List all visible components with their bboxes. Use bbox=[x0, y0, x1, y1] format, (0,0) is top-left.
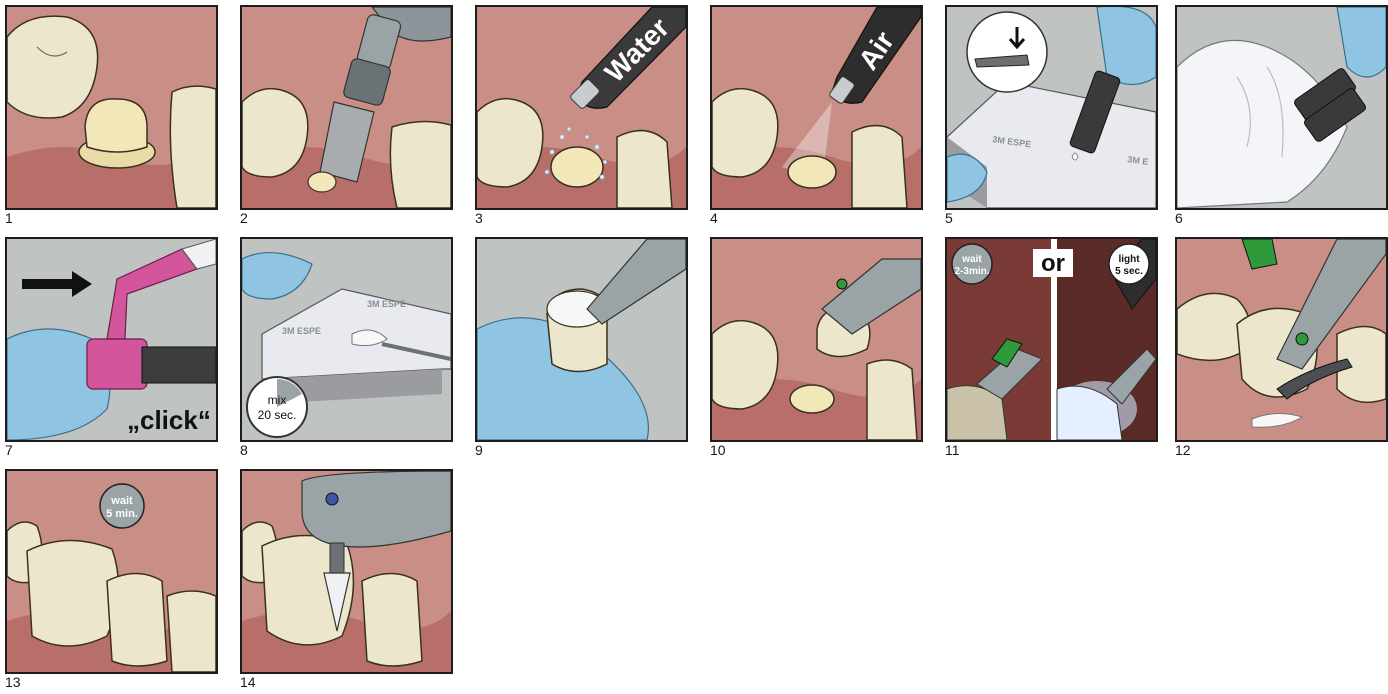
step-illustration-7: „click“ bbox=[5, 237, 218, 442]
step-panel-12: 12 bbox=[1175, 237, 1388, 442]
step-number: 9 bbox=[475, 443, 483, 457]
final-set-illustration: wait 5 min. bbox=[7, 471, 216, 672]
fill-crown-illustration bbox=[477, 239, 686, 440]
step-illustration-2 bbox=[240, 5, 453, 210]
step-number: 2 bbox=[240, 211, 248, 225]
polish-crown-illustration bbox=[242, 471, 451, 672]
wait-timer-line2: 2-3min. bbox=[954, 266, 989, 277]
cure-options-illustration: wait 2-3min. or light 5 sec. bbox=[947, 239, 1156, 440]
step-panel-13: wait 5 min. 13 bbox=[5, 469, 218, 674]
wait-timer-line2: 5 min. bbox=[106, 508, 138, 520]
water-rinse-illustration: Water bbox=[477, 7, 686, 208]
step-illustration-5: 3M ESPE 3M E bbox=[945, 5, 1158, 210]
pad-brand-label-2: 3M ESPE bbox=[367, 299, 406, 309]
step-illustration-10 bbox=[710, 237, 923, 442]
step-panel-1: 1 bbox=[5, 5, 218, 210]
air-dry-illustration: Air bbox=[712, 7, 921, 208]
step-illustration-8: 3M ESPE 3M ESPE mix 20 sec. bbox=[240, 237, 453, 442]
cleaning-brush-illustration bbox=[242, 7, 451, 208]
mix-on-pad-illustration: 3M ESPE 3M ESPE mix 20 sec. bbox=[242, 239, 451, 440]
remove-excess-illustration bbox=[1177, 239, 1386, 440]
dispense-onto-pad-illustration: 3M ESPE 3M E bbox=[947, 7, 1156, 208]
step-panel-6: 6 bbox=[1175, 5, 1388, 210]
step-number: 8 bbox=[240, 443, 248, 457]
step-panel-5: 3M ESPE 3M E 5 bbox=[945, 5, 1158, 210]
click-label: „click“ bbox=[127, 405, 211, 435]
prepared-tooth-illustration bbox=[7, 7, 216, 208]
step-panel-7: „click“ 7 bbox=[5, 237, 218, 442]
attach-mixing-tip-illustration: „click“ bbox=[7, 239, 216, 440]
step-panel-2: 2 bbox=[240, 5, 453, 210]
step-panel-3: Water 3 bbox=[475, 5, 688, 210]
step-number: 3 bbox=[475, 211, 483, 225]
step-number: 4 bbox=[710, 211, 718, 225]
step-number: 10 bbox=[710, 443, 726, 457]
wipe-tip-illustration bbox=[1177, 7, 1386, 208]
step-panel-14: 14 bbox=[240, 469, 453, 674]
step-illustration-14 bbox=[240, 469, 453, 674]
mix-timer-line2: 20 sec. bbox=[258, 408, 297, 422]
step-number: 13 bbox=[5, 675, 21, 689]
step-illustration-9 bbox=[475, 237, 688, 442]
seat-crown-illustration bbox=[712, 239, 921, 440]
step-number: 1 bbox=[5, 211, 13, 225]
step-illustration-4: Air bbox=[710, 5, 923, 210]
step-number: 7 bbox=[5, 443, 13, 457]
or-label: or bbox=[1041, 250, 1065, 277]
wait-timer-line1: wait bbox=[110, 495, 133, 507]
step-illustration-6 bbox=[1175, 5, 1388, 210]
step-illustration-1 bbox=[5, 5, 218, 210]
step-number: 12 bbox=[1175, 443, 1191, 457]
step-panel-11: wait 2-3min. or light 5 sec. 11 bbox=[945, 237, 1158, 442]
step-number: 5 bbox=[945, 211, 953, 225]
step-number: 6 bbox=[1175, 211, 1183, 225]
light-timer-line1: light bbox=[1118, 254, 1140, 265]
step-illustration-12 bbox=[1175, 237, 1388, 442]
step-number: 14 bbox=[240, 675, 256, 689]
step-panel-4: Air 4 bbox=[710, 5, 923, 210]
step-panel-9: 9 bbox=[475, 237, 688, 442]
pad-brand-label: 3M ESPE bbox=[282, 326, 321, 336]
step-illustration-11: wait 2-3min. or light 5 sec. bbox=[945, 237, 1158, 442]
step-panel-10: 10 bbox=[710, 237, 923, 442]
wait-timer-line1: wait bbox=[961, 254, 982, 265]
step-number: 11 bbox=[945, 443, 960, 457]
mix-timer-line1: mix bbox=[268, 393, 287, 407]
step-illustration-3: Water bbox=[475, 5, 688, 210]
step-illustration-13: wait 5 min. bbox=[5, 469, 218, 674]
light-timer-line2: 5 sec. bbox=[1115, 266, 1143, 277]
step-panel-8: 3M ESPE 3M ESPE mix 20 sec. 8 bbox=[240, 237, 453, 442]
